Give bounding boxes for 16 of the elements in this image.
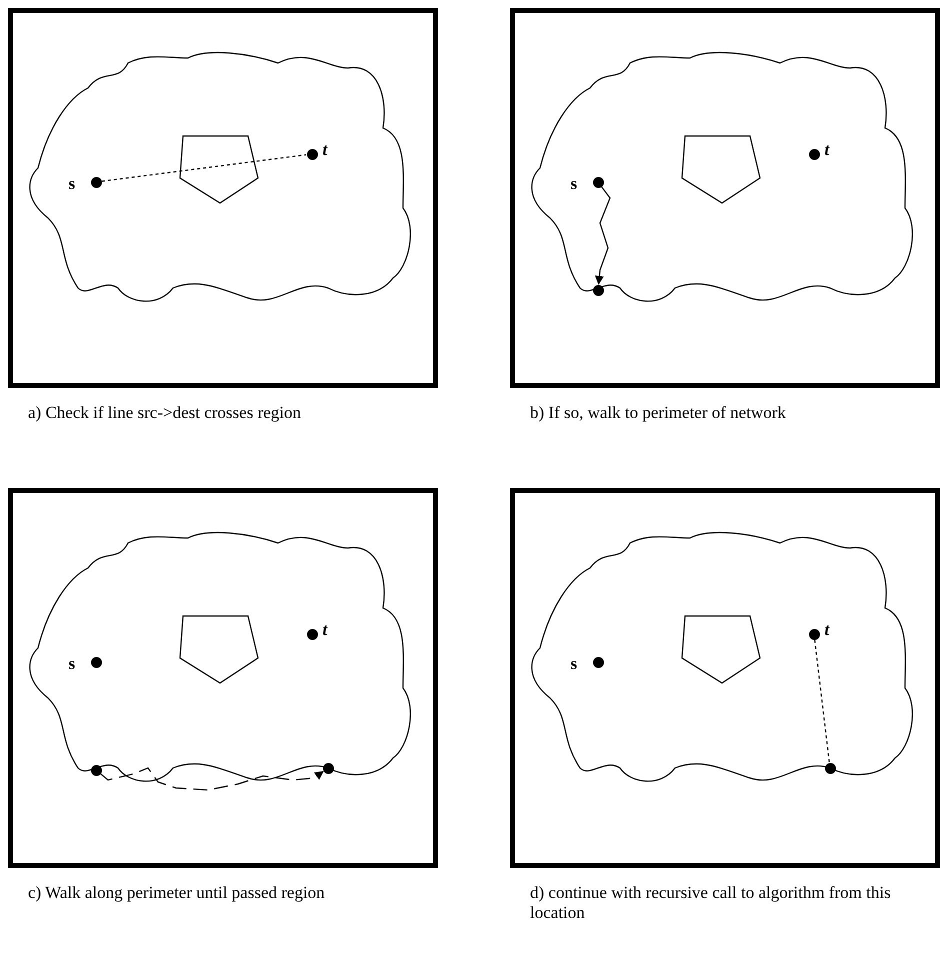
point-label: t: [824, 140, 830, 158]
panel-label: d) continue with recursive call to algorithm from this location: [530, 883, 892, 923]
connector-line: [102, 154, 306, 182]
arrow: [594, 186, 611, 285]
point-label: t: [824, 620, 830, 638]
point-label: s: [570, 174, 578, 192]
connector-line: [814, 640, 830, 762]
panel-label: c) Walk along perimeter until passed region: [28, 883, 326, 903]
panel-label: a) Check if line src->dest crosses region: [28, 403, 302, 423]
panel-label: b) If so, walk to perimeter of network: [530, 403, 787, 423]
point-label: t: [322, 140, 328, 158]
point-label: s: [570, 654, 578, 672]
arrow: [100, 767, 324, 791]
point-label: s: [68, 174, 76, 192]
point-label: s: [68, 654, 76, 672]
point-label: t: [322, 620, 328, 638]
